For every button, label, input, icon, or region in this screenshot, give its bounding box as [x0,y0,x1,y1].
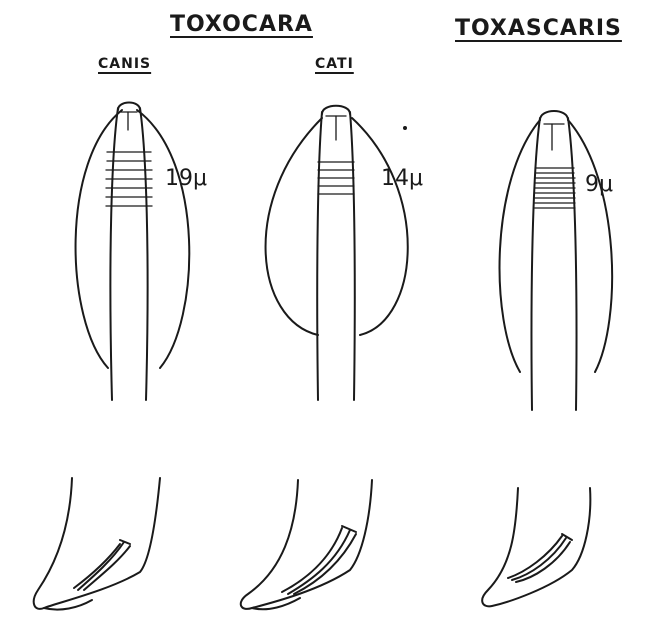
toxascaris-tail-drawing [482,488,590,606]
genus-label-toxocara: TOXOCARA [170,12,313,37]
species-label-canis: CANIS [98,56,151,72]
measurement-canis: 19μ [165,166,207,191]
measurement-toxascaris: 9μ [585,172,613,197]
toxascaris-striations [535,168,575,208]
toxocara-cati-tail-drawing [241,480,372,609]
toxocara-cati-anterior-drawing [266,106,408,400]
toxocara-canis-anterior-drawing [76,103,190,401]
species-label-cati: CATI [315,56,354,72]
measurement-cati: 14μ [381,166,423,191]
genus-label-toxascaris: TOXASCARIS [455,16,622,41]
toxocara-canis-tail-drawing [34,478,160,610]
toxocara-cati-striations [318,162,354,194]
toxascaris-anterior-drawing [500,111,613,410]
